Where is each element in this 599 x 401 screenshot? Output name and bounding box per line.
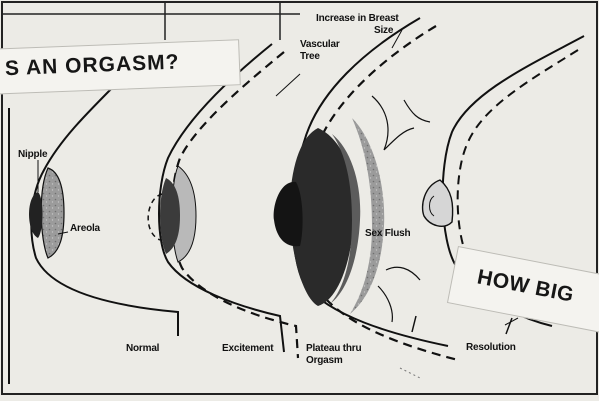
label-vascular-line2: Tree bbox=[300, 52, 320, 63]
label-sex-flush: Sex Flush bbox=[365, 229, 410, 240]
label-vascular-line1: Vascular bbox=[300, 40, 340, 51]
stage-label-excitement: Excitement bbox=[222, 344, 273, 355]
headline-clipping-top: S AN ORGASM? bbox=[0, 39, 241, 95]
headline-text: S AN ORGASM? bbox=[5, 51, 180, 81]
label-nipple: Nipple bbox=[18, 150, 47, 161]
stage-label-plateau-line2: Orgasm bbox=[306, 356, 343, 367]
stage-label-normal: Normal bbox=[126, 344, 159, 355]
label-increase-line2: Size bbox=[374, 26, 393, 37]
label-areola: Areola bbox=[70, 224, 100, 235]
label-increase-line1: Increase in Breast bbox=[316, 14, 399, 25]
areola-shading bbox=[41, 168, 64, 258]
headline-text: HOW BIG bbox=[475, 265, 576, 306]
stage-label-resolution: Resolution bbox=[466, 343, 516, 354]
stage-label-plateau-line1: Plateau thru bbox=[306, 344, 361, 355]
